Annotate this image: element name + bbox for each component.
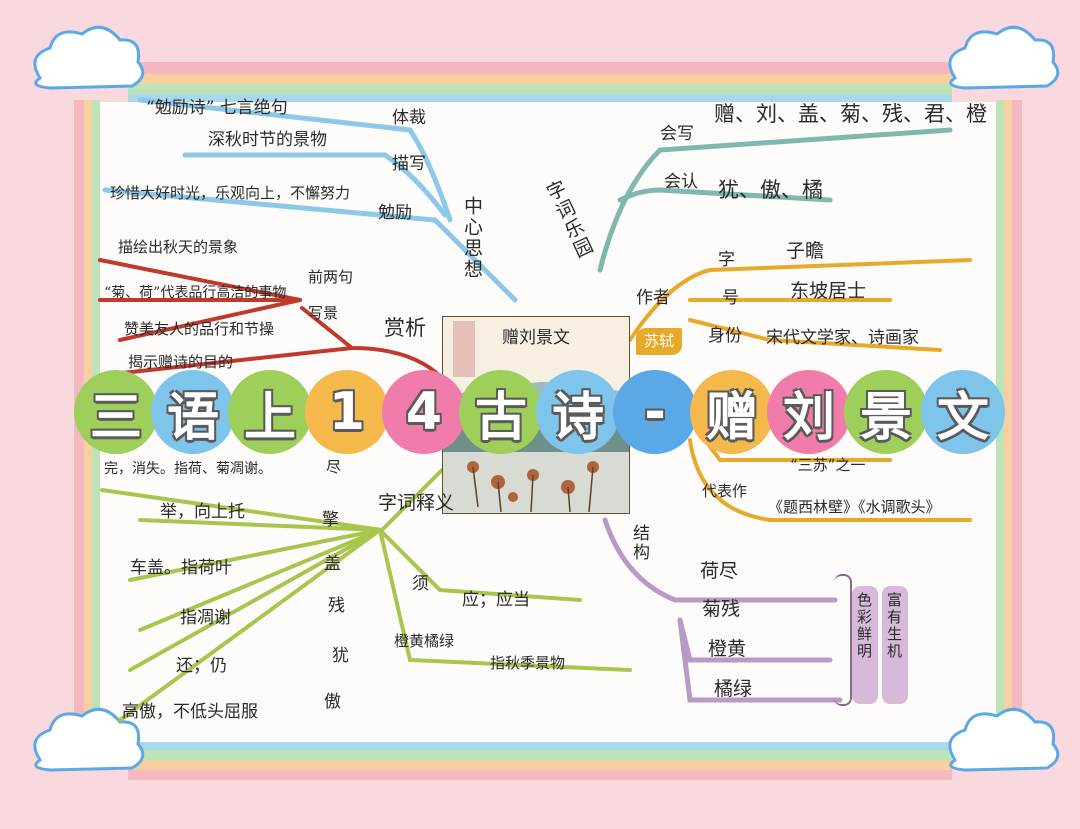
author-value: 《题西林壁》《水调歌头》 xyxy=(768,498,941,516)
title-char: 1 xyxy=(328,382,366,442)
scenery-label: 写景 xyxy=(308,304,339,322)
appreciation-item: “菊、荷”代表品行高洁的事物 xyxy=(104,285,287,301)
title-char-bubble: 景 xyxy=(844,370,928,454)
first-two-lines: 前两句 xyxy=(308,268,354,286)
title-char: 上 xyxy=(243,387,296,448)
title-char-bubble: 4 xyxy=(382,370,466,454)
structure-item: 荷尽 xyxy=(700,560,739,582)
structure-item: 橙黄 xyxy=(708,638,747,660)
vocab-word: 残 xyxy=(328,596,345,616)
vocab-meaning: 指秋季景物 xyxy=(490,654,566,672)
author-key: 字 xyxy=(718,250,735,270)
theme-value: “勉励诗” 七言绝句 xyxy=(146,98,288,118)
appreciation-label: 赏析 xyxy=(384,316,426,340)
title-char-bubble: 赠 xyxy=(690,370,774,454)
structure-item: 橘绿 xyxy=(714,678,753,700)
appreciation-item: 揭示赠诗的目的 xyxy=(128,353,234,371)
structure-tag-box xyxy=(852,586,878,704)
theme-label: 中心思想 xyxy=(461,196,483,280)
read-label: 会认 xyxy=(664,172,698,192)
title-char: 诗 xyxy=(551,387,604,448)
author-name: 苏轼 xyxy=(636,328,683,355)
vocab-word: 须 xyxy=(412,574,429,594)
title-char-bubble: - xyxy=(613,370,697,454)
theme-value: 珍惜大好时光，乐观向上，不懈努力 xyxy=(110,184,351,202)
appreciation-item: 赞美友人的品行和节操 xyxy=(124,320,275,338)
title-char-bubble: 诗 xyxy=(536,370,620,454)
title-char: 文 xyxy=(936,387,989,448)
author-value: 东坡居士 xyxy=(790,280,867,302)
vocab-meaning: 车盖。指荷叶 xyxy=(130,558,232,578)
title-char-bubble: 三 xyxy=(74,370,158,454)
structure-tag-box xyxy=(882,586,908,704)
write-label: 会写 xyxy=(660,124,694,144)
theme-key: 体裁 xyxy=(392,108,426,128)
author-value: 子瞻 xyxy=(786,240,825,262)
structure-item: 菊残 xyxy=(702,598,741,620)
vocab-meaning: 应；应当 xyxy=(462,590,530,610)
title-char: - xyxy=(644,382,666,442)
title-char: 三 xyxy=(89,387,142,448)
title-char-bubble: 刘 xyxy=(767,370,851,454)
title-char-bubble: 上 xyxy=(228,370,312,454)
appreciation-item: 描绘出秋天的景象 xyxy=(118,238,239,256)
vocab-word: 犹 xyxy=(332,646,349,666)
title-char: 赠 xyxy=(705,387,758,448)
title-char: 语 xyxy=(166,387,219,448)
vocab-word: 尽 xyxy=(326,458,342,476)
vocab-meaning: 还；仍 xyxy=(176,656,227,676)
vocab-meaning: 指凋谢 xyxy=(180,608,231,628)
title-char-bubble: 语 xyxy=(151,370,235,454)
title-char-bubble: 文 xyxy=(921,370,1005,454)
author-key: 号 xyxy=(722,288,739,308)
title-char-bubble: 1 xyxy=(305,370,389,454)
author-key: 代表作 xyxy=(702,482,748,500)
read-value: 犹、傲、橘 xyxy=(718,178,823,202)
vocab-label: 字词释义 xyxy=(378,492,455,514)
structure-tag: 富有生机 xyxy=(885,592,903,660)
vocab-meaning: 高傲，不低头屈服 xyxy=(122,702,258,722)
title-char: 刘 xyxy=(782,387,835,448)
author-value: “三苏”之一 xyxy=(790,456,866,474)
title-char: 景 xyxy=(859,387,912,448)
theme-key: 描写 xyxy=(392,154,426,174)
theme-key: 勉励 xyxy=(378,203,412,223)
vocab-word: 盖 xyxy=(324,554,341,574)
title-char-bubble: 古 xyxy=(459,370,543,454)
vocab-word: 傲 xyxy=(324,692,341,712)
theme-value: 深秋时节的景物 xyxy=(208,130,327,150)
author-value: 宋代文学家、诗画家 xyxy=(766,328,919,348)
author-label: 作者 xyxy=(636,288,670,308)
title-banner: 三 语 上 1 4 古 诗 - 赠 刘 景 文 xyxy=(74,370,1014,456)
vocab-meaning: 举，向上托 xyxy=(160,502,245,522)
write-value: 赠、刘、盖、菊、残、君、橙 xyxy=(714,102,987,126)
structure-label: 结构 xyxy=(629,524,649,562)
author-key: 身份 xyxy=(708,326,742,346)
center-title: 赠刘景文 xyxy=(502,328,570,348)
vocab-meaning: 完，消失。指荷、菊凋谢。 xyxy=(104,461,272,477)
structure-tag: 色彩鲜明 xyxy=(855,592,873,660)
structure-bracket xyxy=(834,574,852,706)
title-char: 4 xyxy=(405,382,443,442)
vocab-word: 擎 xyxy=(322,510,339,530)
vocab-word: 橙黄橘绿 xyxy=(394,632,455,650)
title-char: 古 xyxy=(474,387,527,448)
